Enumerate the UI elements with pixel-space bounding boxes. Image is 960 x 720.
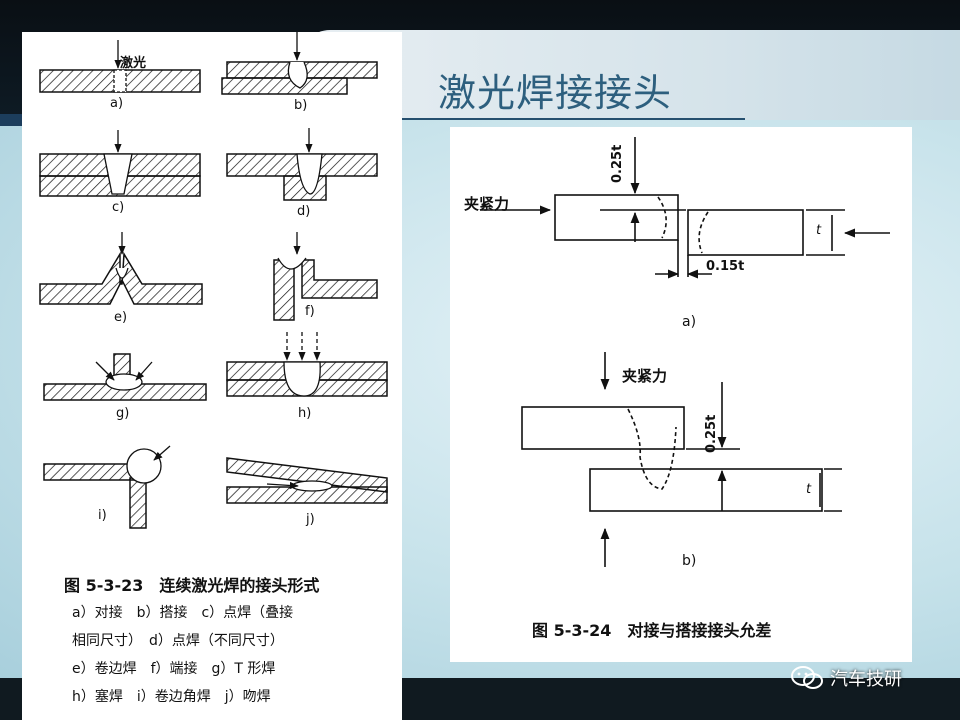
sub-label-g: g) — [116, 406, 130, 421]
sub-label-d: d) — [297, 204, 311, 219]
sub-label-b: b) — [294, 98, 308, 113]
page-title: 激光焊接接头 — [438, 71, 673, 115]
dim-025t-a: 0.25t — [610, 144, 625, 183]
title-band — [300, 30, 960, 125]
right-figure-caption: 图 5-3-24 对接与搭接接头允差 — [532, 621, 772, 640]
watermark: 汽车技研 — [790, 664, 902, 692]
left-figure-panel: 激光 a) b) c) d) e) f) g) h) i) j) 图 5-3-2… — [22, 32, 402, 720]
sub-label-i: i) — [98, 508, 107, 523]
tolerance-diagram — [480, 137, 890, 567]
dim-t-b: t — [806, 482, 812, 497]
legend-line-1: a）对接 b）搭接 c）点焊（叠接 — [72, 605, 294, 621]
sub-label-f: f) — [305, 304, 315, 319]
left-accent-bar — [0, 114, 22, 126]
sub-label-c: c) — [112, 200, 125, 215]
wechat-icon — [791, 666, 823, 689]
label-a: a) — [682, 314, 697, 330]
sub-label-h: h) — [298, 406, 312, 421]
legend-line-2: 相同尺寸） d）点焊（不同尺寸） — [72, 633, 284, 649]
sub-label-e: e) — [114, 310, 128, 325]
legend-line-4: h）塞焊 i）卷边角焊 j）吻焊 — [72, 689, 271, 705]
watermark-text: 汽车技研 — [830, 669, 902, 690]
dim-025t-b: 0.25t — [704, 414, 719, 453]
clamp-label-a: 夹紧力 — [464, 195, 510, 213]
sub-label-j: j) — [306, 512, 315, 527]
sub-label-a: a) — [110, 96, 124, 111]
dim-015t: 0.15t — [706, 259, 745, 274]
right-figure-panel: 夹紧力 0.25t 0.15t t a) 夹紧力 0.25t t b) 图 5-… — [450, 127, 912, 662]
title-underline — [400, 118, 745, 120]
legend-line-3: e）卷边焊 f）端接 g）T 形焊 — [72, 661, 276, 677]
left-figure-caption: 图 5-3-23 连续激光焊的接头形式 — [64, 576, 320, 595]
joint-forms-diagram — [39, 32, 388, 529]
label-b: b) — [682, 553, 697, 569]
laser-label: 激光 — [120, 56, 147, 71]
dim-t-a: t — [816, 223, 822, 238]
clamp-label-b: 夹紧力 — [622, 367, 668, 385]
